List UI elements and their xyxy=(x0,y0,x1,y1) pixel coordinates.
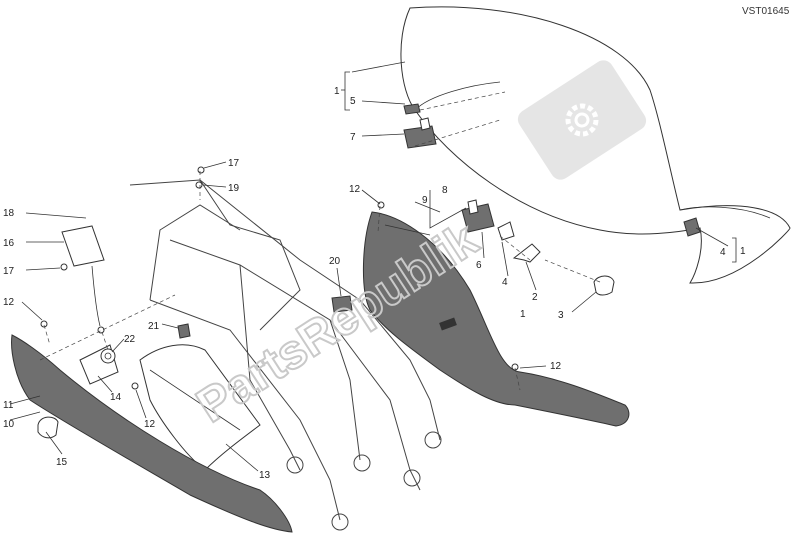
callout-18: 18 xyxy=(3,208,15,219)
callout-20: 20 xyxy=(329,256,341,267)
callout-6: 6 xyxy=(476,260,482,271)
right-side-panel xyxy=(362,211,630,427)
callout-10: 10 xyxy=(3,419,15,430)
callout-22: 22 xyxy=(124,334,136,345)
pad-part-4-left xyxy=(497,221,515,241)
callout-15: 15 xyxy=(56,457,68,468)
rubber-part-20 xyxy=(331,295,353,313)
rubber-part-3 xyxy=(593,275,615,296)
callout-8: 8 xyxy=(442,185,448,196)
screw-part-12-b xyxy=(40,320,48,328)
latch-part-7 xyxy=(403,117,437,149)
ring-part-22 xyxy=(100,348,116,364)
grommet-part-5 xyxy=(403,103,421,115)
pad-part-4-right xyxy=(683,217,701,237)
callout-16: 16 xyxy=(3,238,15,249)
callout-12: 12 xyxy=(349,184,361,195)
callout-9: 9 xyxy=(422,195,428,206)
screw-part-12-c xyxy=(131,382,139,390)
callout-11: 11 xyxy=(3,400,14,411)
reflector-part-15 xyxy=(37,416,59,439)
callout-labels: 1 5 7 4 1 12 9 8 6 4 2 1 3 17 19 18 16 1… xyxy=(3,86,746,481)
bracket-part-16 xyxy=(61,225,105,334)
hook-part-2 xyxy=(512,243,541,263)
callout-1: 1 xyxy=(334,86,340,97)
assembly-lines xyxy=(39,91,601,391)
callout-19: 19 xyxy=(228,183,240,194)
rear-subframe xyxy=(129,179,442,531)
bracket-part-6 xyxy=(461,199,495,233)
clip-part-21 xyxy=(177,323,191,339)
screw-part-12-d xyxy=(511,363,519,371)
callout-13: 13 xyxy=(259,470,271,481)
gear-icon xyxy=(517,60,647,180)
diagram-code: VST01645 xyxy=(742,6,790,17)
callout-14: 14 xyxy=(110,392,122,403)
screw-part-17-b xyxy=(60,263,68,271)
callout-5: 5 xyxy=(350,96,356,107)
callout-12: 12 xyxy=(144,419,156,430)
callout-17: 17 xyxy=(3,266,15,277)
left-side-panel xyxy=(11,334,293,533)
inner-guard-part-13 xyxy=(139,344,261,471)
callout-1: 1 xyxy=(740,246,746,257)
callout-1: 1 xyxy=(520,309,526,320)
callout-4: 4 xyxy=(720,247,726,258)
screw-part-19 xyxy=(195,181,203,189)
leader-lines xyxy=(9,61,737,472)
callout-12: 12 xyxy=(550,361,562,372)
callout-2: 2 xyxy=(532,292,538,303)
callout-17: 17 xyxy=(228,158,240,169)
screw-part-17-a xyxy=(197,166,205,174)
callout-7: 7 xyxy=(350,132,356,143)
callout-12: 12 xyxy=(3,297,15,308)
callout-21: 21 xyxy=(148,321,160,332)
callout-3: 3 xyxy=(558,310,564,321)
callout-4: 4 xyxy=(502,277,508,288)
